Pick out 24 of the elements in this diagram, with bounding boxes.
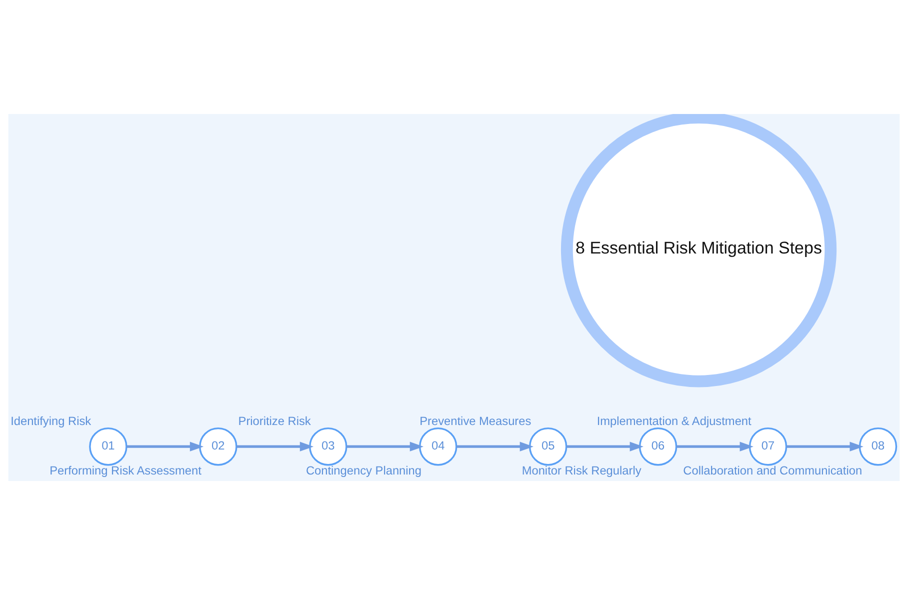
arrow — [346, 442, 424, 452]
node-label: Monitor Risk Regularly — [522, 463, 642, 478]
node-label: Performing Risk Assessment — [50, 463, 202, 478]
arrow — [566, 442, 644, 452]
node-circle: 05 — [528, 427, 568, 466]
arrow — [456, 442, 534, 452]
node-circle: 03 — [309, 427, 348, 466]
node-circle: 04 — [418, 427, 458, 466]
node-circle: 01 — [89, 427, 128, 466]
node-label: Prioritize Risk — [238, 414, 311, 428]
node-circle: 8 Essential Risk Mitigation Steps — [560, 114, 837, 388]
arrow — [676, 442, 754, 452]
arrow — [236, 442, 314, 452]
node-label: Identifying Risk — [10, 414, 92, 428]
arrow — [786, 442, 864, 452]
node-label: Implementation & Adjustment — [596, 414, 752, 428]
arrow — [126, 442, 204, 452]
node-label: Preventive Measures — [420, 414, 532, 428]
node-label: Contingency Planning — [306, 463, 422, 478]
node-circle: 02 — [199, 427, 238, 466]
node-circle: 07 — [748, 427, 788, 466]
node-circle: 06 — [638, 427, 678, 466]
node-label: Collaboration and Communication — [683, 463, 862, 478]
node-circle: 08 — [858, 427, 898, 466]
